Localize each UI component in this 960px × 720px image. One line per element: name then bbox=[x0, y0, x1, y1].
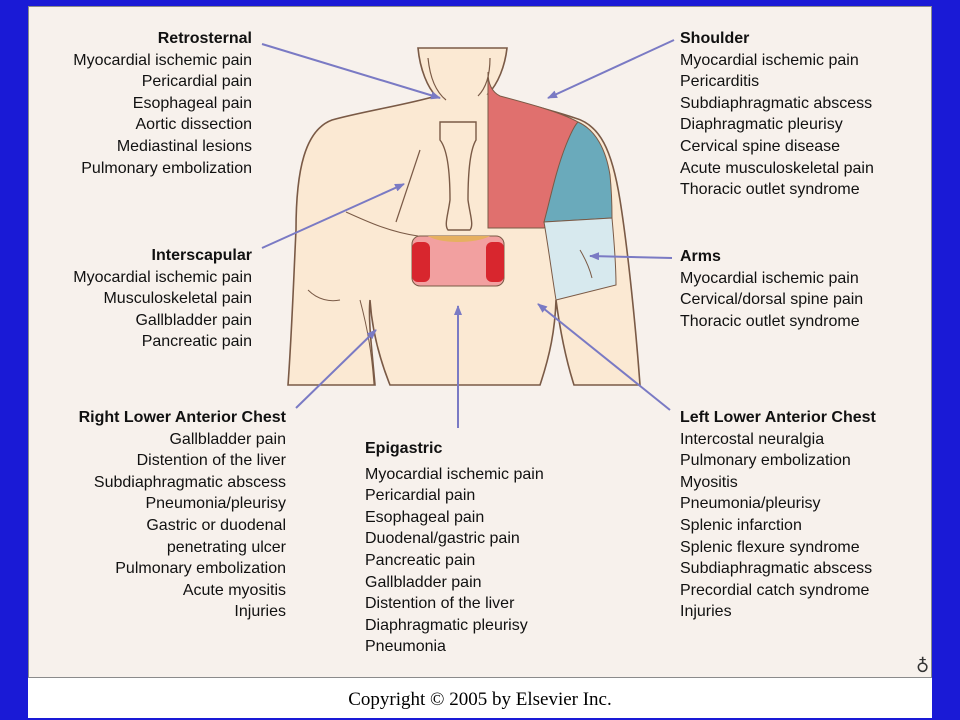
arms-group: Arms Myocardial ischemic pain Cervical/d… bbox=[680, 246, 920, 332]
shoulder-heading: Shoulder bbox=[680, 30, 750, 47]
epigastric-item: Myocardial ischemic pain bbox=[365, 465, 544, 483]
arrow-left-lower bbox=[537, 303, 671, 411]
interscapular-heading: Interscapular bbox=[151, 247, 252, 264]
right-lower-chest-item: Gastric or duodenal bbox=[146, 516, 286, 534]
interscapular-item: Pancreatic pain bbox=[141, 333, 252, 351]
arms-heading: Arms bbox=[680, 248, 721, 265]
epigastric-item: Duodenal/gastric pain bbox=[365, 530, 520, 548]
footer-bar: Copyright © 2005 by Elsevier Inc. bbox=[28, 678, 932, 718]
right-lower-chest-item: Acute myositis bbox=[182, 581, 286, 599]
shoulder-item: Pericarditis bbox=[680, 73, 760, 91]
interscapular-item: Musculoskeletal pain bbox=[103, 290, 252, 308]
right-lower-chest-heading: Right Lower Anterior Chest bbox=[78, 409, 286, 426]
interscapular-group: Interscapular Myocardial ischemic pain M… bbox=[34, 245, 252, 353]
left-lower-chest-item: Injuries bbox=[680, 603, 732, 621]
retrosternal-item: Pericardial pain bbox=[141, 73, 252, 91]
retrosternal-heading: Retrosternal bbox=[157, 30, 252, 47]
retrosternal-item: Esophageal pain bbox=[132, 94, 252, 112]
arrow-arms bbox=[589, 252, 673, 261]
publisher-logo-icon: ♁ bbox=[916, 656, 930, 677]
epigastric-item: Pericardial pain bbox=[365, 487, 476, 505]
retrosternal-item: Myocardial ischemic pain bbox=[73, 51, 252, 69]
retrosternal-group: Retrosternal Myocardial ischemic pain Pe… bbox=[34, 28, 252, 179]
left-lower-chest-item: Pneumonia/pleurisy bbox=[680, 495, 821, 513]
abdomen-contour bbox=[359, 299, 375, 386]
left-lower-chest-item: Intercostal neuralgia bbox=[680, 430, 825, 448]
left-lower-chest-item: Precordial catch syndrome bbox=[680, 581, 870, 599]
right-lower-chest-item: Pulmonary embolization bbox=[115, 560, 286, 578]
epigastric-item: Distention of the liver bbox=[365, 595, 515, 613]
left-lower-chest-item: Myositis bbox=[680, 473, 738, 491]
arrow-right-lower bbox=[295, 329, 377, 409]
epigastric-left-patch bbox=[412, 242, 430, 282]
epigastric-group: Epigastric Myocardial ischemic pain Peri… bbox=[365, 438, 595, 658]
right-lower-chest-item: Distention of the liver bbox=[136, 452, 286, 470]
retrosternal-item: Pulmonary embolization bbox=[81, 159, 252, 177]
right-lower-chest-item: Pneumonia/pleurisy bbox=[145, 495, 286, 513]
epigastric-top-band bbox=[428, 236, 490, 242]
shoulder-item: Subdiaphragmatic abscess bbox=[680, 94, 873, 112]
arm-region bbox=[543, 217, 617, 301]
neck-line-left bbox=[427, 57, 447, 101]
left-lower-chest-item: Splenic flexure syndrome bbox=[680, 538, 860, 556]
arms-item: Myocardial ischemic pain bbox=[680, 269, 859, 287]
right-lower-chest-item: Gallbladder pain bbox=[169, 430, 286, 448]
shoulder-item: Cervical spine disease bbox=[680, 137, 841, 155]
retrosternal-item: Aortic dissection bbox=[135, 116, 253, 134]
shoulder-item: Diaphragmatic pleurisy bbox=[680, 116, 843, 134]
shoulder-group: Shoulder Myocardial ischemic pain Perica… bbox=[680, 28, 920, 201]
arm-crease-right bbox=[579, 249, 593, 279]
interscapular-item: Myocardial ischemic pain bbox=[73, 268, 252, 286]
epigastric-item: Esophageal pain bbox=[365, 508, 485, 526]
epigastric-item: Gallbladder pain bbox=[365, 573, 482, 591]
left-lower-chest-item: Pulmonary embolization bbox=[680, 452, 851, 470]
retrosternal-item: Mediastinal lesions bbox=[116, 137, 252, 155]
copyright-text: Copyright © 2005 by Elsevier Inc. bbox=[348, 689, 612, 710]
epigastric-item: Pancreatic pain bbox=[365, 551, 476, 569]
left-lower-chest-heading: Left Lower Anterior Chest bbox=[680, 409, 876, 426]
sternum bbox=[439, 121, 477, 231]
left-lower-chest-item: Subdiaphragmatic abscess bbox=[680, 560, 873, 578]
epigastric-item: Pneumonia bbox=[365, 638, 446, 656]
right-lower-chest-item: penetrating ulcer bbox=[166, 538, 286, 556]
chest-contour-right bbox=[345, 211, 419, 237]
right-lower-chest-item: Injuries bbox=[234, 603, 286, 621]
shoulder-item: Myocardial ischemic pain bbox=[680, 51, 859, 69]
right-lower-chest-item: Subdiaphragmatic abscess bbox=[93, 473, 286, 491]
arm-crease-left bbox=[307, 289, 341, 302]
epigastric-item: Diaphragmatic pleurisy bbox=[365, 616, 528, 634]
arrow-retrosternal bbox=[261, 43, 441, 100]
shoulder-item: Thoracic outlet syndrome bbox=[680, 181, 860, 199]
arms-item: Cervical/dorsal spine pain bbox=[680, 291, 864, 309]
neck-line-right bbox=[477, 57, 491, 97]
left-lower-chest-group: Left Lower Anterior Chest Intercostal ne… bbox=[680, 407, 925, 623]
chest-contour bbox=[395, 149, 421, 223]
arrow-shoulder bbox=[547, 39, 675, 99]
interscapular-item: Gallbladder pain bbox=[135, 311, 252, 329]
epigastric-right-patch bbox=[486, 242, 504, 282]
arms-item: Thoracic outlet syndrome bbox=[680, 312, 860, 330]
arrow-interscapular bbox=[261, 183, 405, 249]
right-lower-chest-group: Right Lower Anterior Chest Gallbladder p… bbox=[34, 407, 286, 623]
epigastric-heading: Epigastric bbox=[365, 440, 443, 457]
left-lower-chest-item: Splenic infarction bbox=[680, 516, 802, 534]
shoulder-item: Acute musculoskeletal pain bbox=[680, 159, 874, 177]
